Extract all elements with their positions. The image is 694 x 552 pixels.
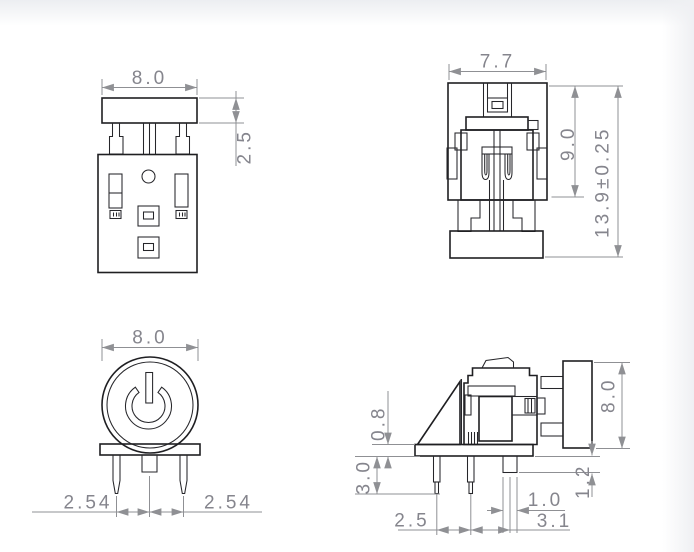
stem-end (486, 97, 509, 113)
terminal-pad-right (175, 209, 188, 220)
power-icon (125, 371, 172, 430)
housing-outline (447, 82, 548, 201)
terminal-pad-left (109, 209, 122, 220)
dim-side-cap-diameter: 8.0 (599, 378, 620, 413)
top-view-outline (99, 356, 201, 495)
dim-front-cap-width: 8.0 (132, 68, 167, 89)
cap-circle-outer (101, 356, 199, 454)
dim-side-stub-height: 1.2 (573, 464, 594, 499)
plunger-stem (142, 123, 157, 154)
dim-side-pin-length: 3.0 (354, 459, 375, 494)
side-tab-left (446, 147, 458, 180)
top-view-dimensions: 8.0 2.54 2.54 (32, 328, 262, 517)
slot-left (108, 173, 123, 209)
rear-view: 7.7 9.0 13.9±0.25 (446, 52, 623, 259)
dim-side-pin-pitch: 2.5 (394, 511, 429, 532)
side-view: 0.8 3.0 2.5 3.1 1.0 1.2 8.0 (354, 356, 630, 535)
latch-tab (481, 356, 515, 369)
cap-outline (101, 97, 198, 124)
stem-channel (482, 83, 513, 117)
dim-top-pin-pitch-right: 2.54 (204, 493, 253, 514)
body-outline (97, 153, 198, 274)
dim-side-plate-thickness: 0.8 (369, 406, 390, 441)
cap-edge (449, 230, 544, 259)
rear-view-outline (446, 82, 548, 259)
cap-circle-inner (106, 361, 194, 449)
pin-left (112, 455, 121, 495)
carrier-plate (465, 116, 529, 131)
dim-side-stub-offset: 3.1 (537, 511, 572, 532)
cap-side (562, 360, 593, 449)
clip-bar (481, 146, 513, 155)
dim-side-stub-width: 1.0 (528, 490, 563, 511)
front-view: 8.0 2.5 (97, 68, 256, 274)
side-view-dimensions: 0.8 3.0 2.5 3.1 1.0 1.2 8.0 (354, 362, 630, 535)
side-tab-right (536, 147, 548, 180)
cap-tab-lower (540, 422, 564, 437)
snap-clip (481, 154, 513, 181)
dim-rear-body-height: 9.0 (558, 126, 579, 161)
center-boss-side (502, 455, 518, 474)
mount-hole-upper (137, 205, 160, 227)
leg-left (457, 200, 481, 233)
inner-body (460, 129, 534, 201)
latch-right (175, 123, 191, 155)
flange (99, 443, 201, 456)
slot-right (174, 173, 189, 208)
cap-tab-upper (540, 375, 564, 390)
center-boss (141, 455, 158, 473)
dim-top-pin-pitch-left: 2.54 (64, 493, 113, 514)
dim-rear-overall-height: 13.9±0.25 (593, 127, 614, 238)
pin-right (179, 455, 188, 495)
latch-left (108, 123, 124, 155)
contact-block (478, 395, 513, 442)
base-plate (414, 443, 534, 457)
top-view: 8.0 2.54 2.54 (32, 328, 262, 517)
body-hatch (467, 432, 479, 445)
dim-top-cap-diameter: 8.0 (132, 328, 167, 349)
dim-front-cap-height: 2.5 (235, 129, 256, 164)
front-view-outline (97, 97, 198, 274)
rear-view-dimensions: 7.7 9.0 13.9±0.25 (448, 52, 623, 258)
center-shaft (493, 130, 501, 231)
pin-right-side (466, 455, 475, 495)
led-hole (141, 169, 156, 184)
pin-left-side (432, 455, 441, 495)
support-bracket (415, 378, 461, 446)
side-view-outline (414, 356, 593, 495)
front-view-dimensions: 8.0 2.5 (101, 68, 256, 166)
dim-rear-body-width: 7.7 (480, 52, 515, 73)
leg-right (512, 200, 536, 233)
mount-hole-lower (137, 236, 160, 259)
